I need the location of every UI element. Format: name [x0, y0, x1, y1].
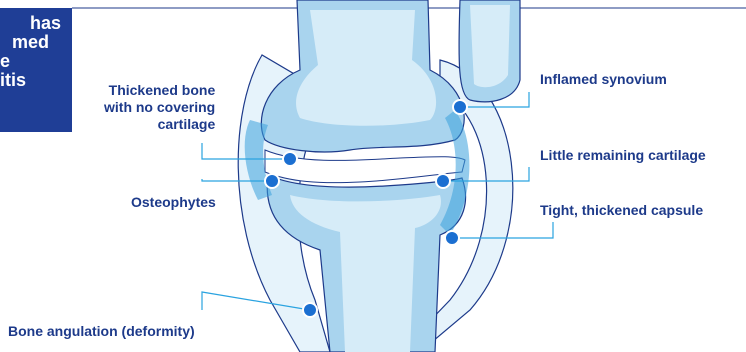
marker-inflamed-synovium — [453, 100, 467, 114]
patella-inner — [470, 5, 510, 87]
marker-tight-capsule — [445, 231, 459, 245]
marker-little-cartilage — [436, 174, 450, 188]
label-thickened-bone: Thickened bone with no covering cartilag… — [104, 82, 215, 133]
label-tight-capsule: Tight, thickened capsule — [540, 202, 703, 219]
marker-thickened-bone — [283, 152, 297, 166]
label-thickened-bone-line-3: cartilage — [104, 116, 215, 133]
label-little-cartilage: Little remaining cartilage — [540, 147, 706, 164]
label-osteophytes: Osteophytes — [131, 194, 216, 211]
marker-osteophytes — [265, 174, 279, 188]
label-bone-angulation: Bone angulation (deformity) — [8, 323, 195, 340]
marker-bone-angulation — [303, 303, 317, 317]
label-thickened-bone-line-1: Thickened bone — [104, 82, 215, 99]
label-inflamed-synovium: Inflamed synovium — [540, 71, 667, 88]
label-thickened-bone-line-2: with no covering — [104, 99, 215, 116]
